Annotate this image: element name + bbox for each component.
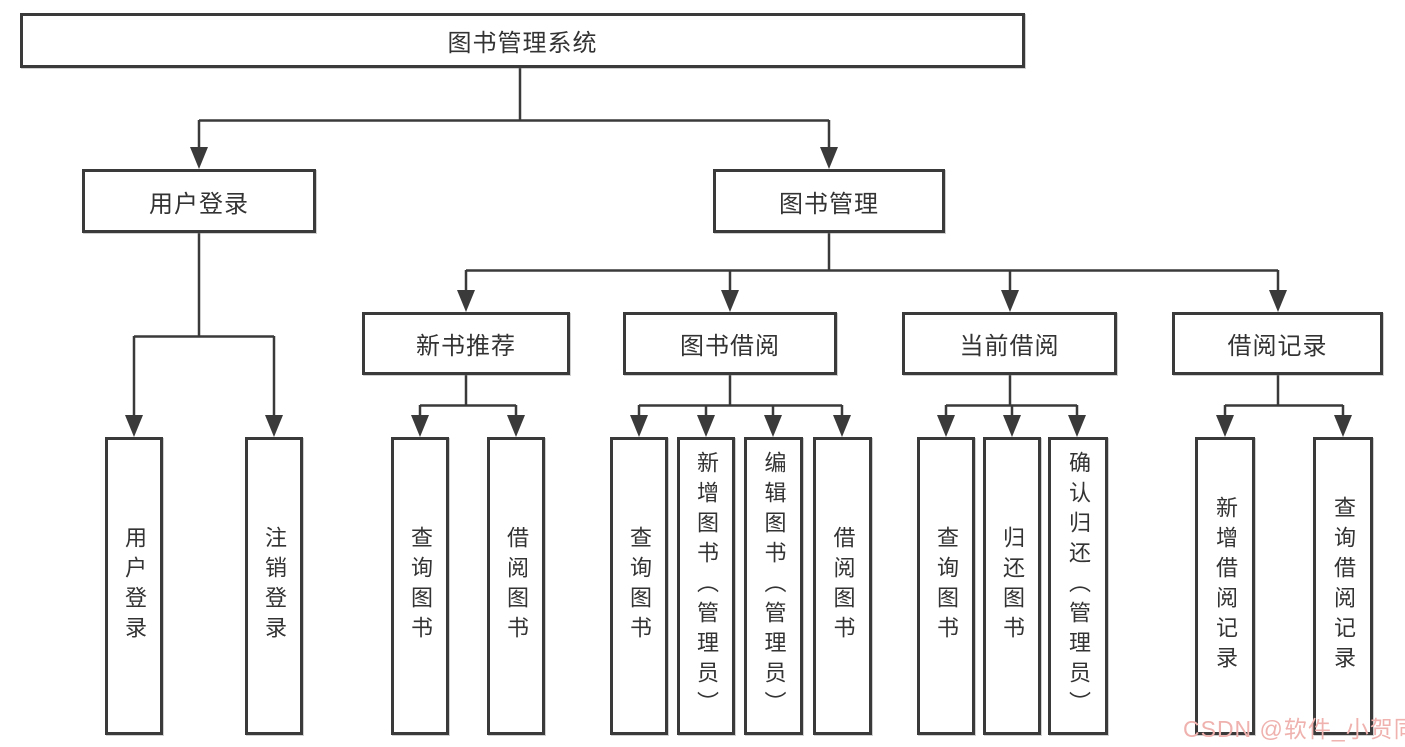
connector-root-to-level2: [190, 68, 838, 169]
connector-currentborrow-to-leaves: [937, 375, 1086, 437]
node-leaf-edit-books-admin: 编辑图书（管理员）: [744, 437, 803, 735]
node-leaf-add-borrow-record: 新增借阅记录: [1195, 437, 1255, 735]
node-library-system: 图书管理系统: [20, 13, 1025, 68]
node-leaf-user-login: 用户登录: [105, 437, 163, 735]
node-leaf-confirm-return-admin: 确认归还（管理员）: [1048, 437, 1108, 735]
connector-bookborrow-to-leaves: [630, 375, 851, 437]
node-book-borrow: 图书借阅: [623, 312, 837, 375]
node-current-borrow: 当前借阅: [902, 312, 1117, 375]
node-leaf-return-books: 归还图书: [983, 437, 1041, 735]
node-user-login: 用户登录: [82, 169, 316, 233]
connector-userlogin-to-leaves: [125, 233, 283, 437]
node-leaf-logout: 注销登录: [245, 437, 303, 735]
node-leaf-borrow-books-1: 借阅图书: [487, 437, 545, 735]
node-leaf-query-books-1: 查询图书: [391, 437, 449, 735]
node-book-management: 图书管理: [713, 169, 945, 233]
node-leaf-query-books-3: 查询图书: [917, 437, 975, 735]
connector-newbooks-to-leaves: [411, 375, 525, 437]
node-borrow-records: 借阅记录: [1172, 312, 1383, 375]
csdn-watermark: CSDN @软件_小贺同学: [1183, 716, 1405, 742]
node-leaf-query-borrow-record: 查询借阅记录: [1313, 437, 1373, 735]
connector-bookmgmt-to-level3: [457, 233, 1287, 312]
node-new-book-recommend: 新书推荐: [362, 312, 570, 375]
node-leaf-add-books-admin: 新增图书（管理员）: [677, 437, 735, 735]
node-leaf-query-books-2: 查询图书: [610, 437, 668, 735]
connector-borrowrecords-to-leaves: [1216, 375, 1352, 437]
node-leaf-borrow-books-2: 借阅图书: [813, 437, 872, 735]
